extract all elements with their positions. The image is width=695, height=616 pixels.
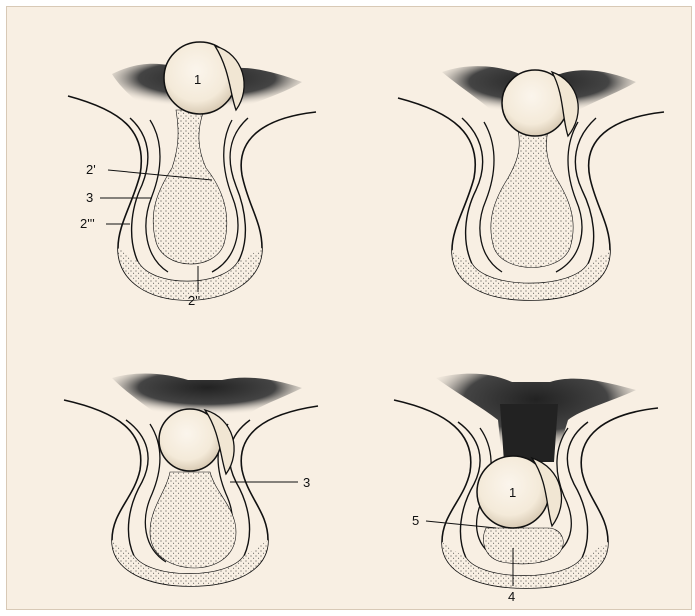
panel-d: [394, 374, 658, 588]
label-5: 5: [412, 513, 419, 528]
label-1-panel-d: 1: [509, 485, 516, 500]
label-2-prime: 2': [86, 162, 96, 177]
label-3-panel-a: 3: [86, 190, 93, 205]
label-3-panel-c: 3: [303, 475, 310, 490]
panel-c: [64, 374, 318, 586]
panel-a: [68, 42, 316, 300]
label-4: 4: [508, 589, 515, 604]
label-1-panel-a: 1: [194, 72, 201, 87]
panel-b-gubernaculum: [491, 130, 573, 268]
label-2-double-prime: 2'': [188, 293, 200, 308]
panel-d-dark-core: [500, 404, 558, 462]
label-2-triple-prime: 2''': [80, 216, 95, 231]
panel-d-gubernaculum: [483, 528, 563, 564]
panel-a-gubernaculum: [153, 110, 227, 264]
panel-b: [398, 66, 664, 300]
